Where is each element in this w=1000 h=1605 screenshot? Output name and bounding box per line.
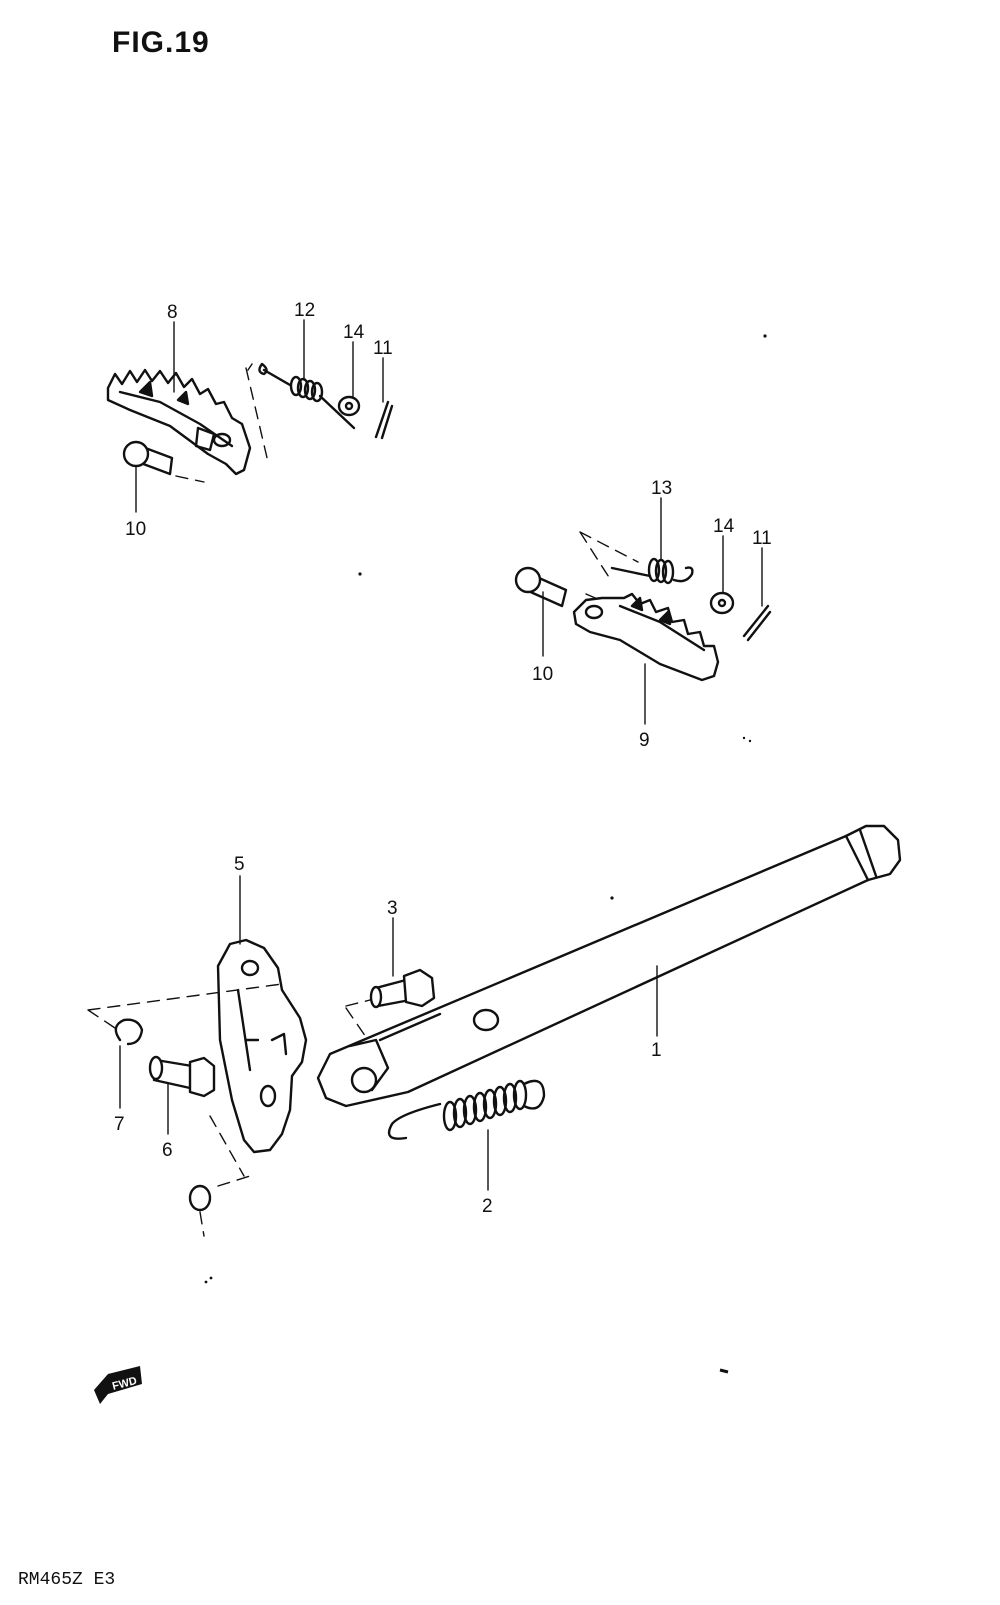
- footrest-left: [106, 368, 252, 476]
- figure-title: FIG.19: [112, 26, 210, 59]
- callout-1: 1: [651, 1040, 662, 1061]
- stand-bracket: [216, 938, 308, 1154]
- callout-10-right: 10: [532, 664, 553, 685]
- callout-2: 2: [482, 1196, 493, 1217]
- callout-13: 13: [651, 478, 672, 499]
- fwd-arrow: FWD: [94, 1366, 142, 1404]
- washer-left: [337, 395, 361, 417]
- clip-7: [114, 1018, 144, 1046]
- pin-left: [122, 440, 174, 476]
- lower-washer: [188, 1184, 212, 1212]
- callout-11-left: 11: [373, 338, 393, 359]
- fwd-label: FWD: [111, 1375, 138, 1393]
- callout-12: 12: [294, 300, 315, 321]
- bolt-3: [369, 968, 436, 1009]
- callout-8: 8: [167, 302, 178, 323]
- footrest-right: [572, 592, 720, 682]
- callout-7: 7: [114, 1114, 125, 1135]
- washer-right: [709, 591, 735, 615]
- callout-3: 3: [387, 898, 398, 919]
- callout-9: 9: [639, 730, 650, 751]
- side-stand-bar: [316, 824, 902, 1108]
- pin-right: [514, 566, 568, 608]
- leader-lines: [119, 319, 763, 1191]
- spring-2: [387, 1079, 546, 1140]
- cotter-pin-right: [742, 604, 772, 642]
- scan-specks: [204, 334, 767, 1374]
- spring-13: [610, 557, 694, 585]
- bolt-6: [148, 1055, 216, 1098]
- callout-14-left: 14: [343, 322, 365, 343]
- model-code: RM465Z E3: [18, 1570, 115, 1590]
- callout-14-right: 14: [713, 516, 735, 537]
- callout-11-right: 11: [752, 528, 772, 549]
- callout-6: 6: [162, 1140, 173, 1161]
- cotter-pin-left: [374, 400, 394, 440]
- callout-labels: 8 12 14 11 10 13 14 11 10 9 5 3 1 7 6 2: [114, 300, 772, 1217]
- callout-10-left: 10: [125, 519, 146, 540]
- spring-12: [258, 362, 356, 430]
- callout-5: 5: [234, 854, 245, 875]
